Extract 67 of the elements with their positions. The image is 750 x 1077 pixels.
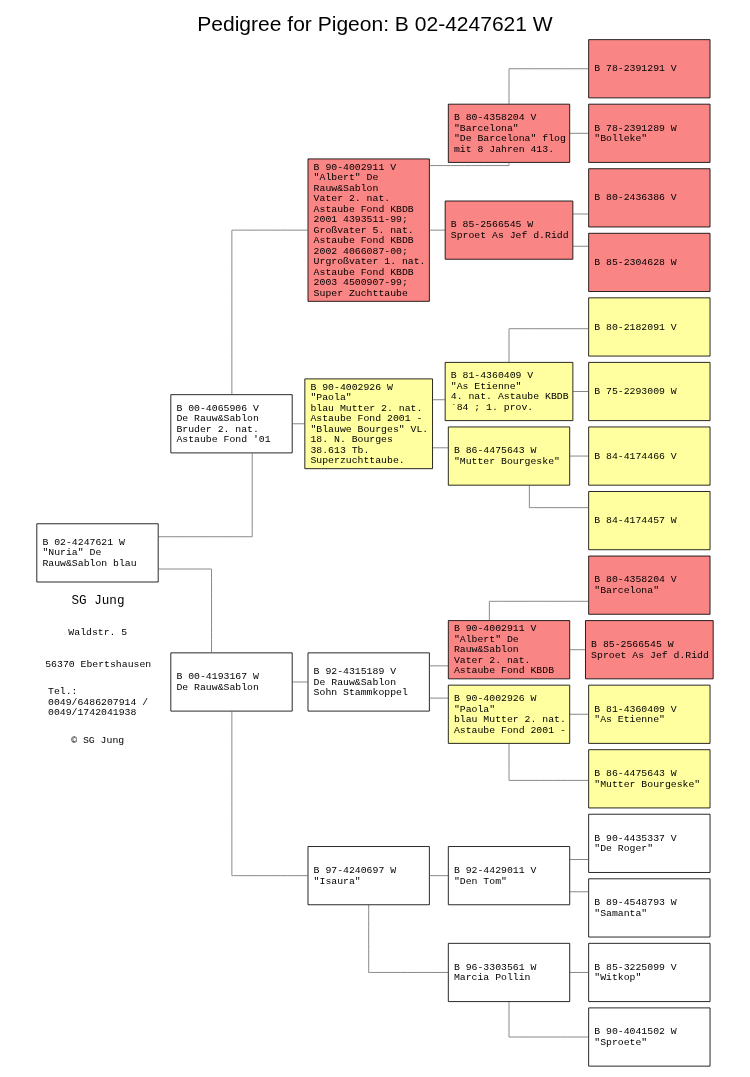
node-box: B 85-3225099 V "Witkop" <box>588 942 711 1002</box>
node-box: B 90-4002911 V "Albert" De Rauw&Sablon Vater 2. nat. Astaube Fond KBDB 2001 4393511-99; Großvater 5. nat. Astaube Fond KBDB 2002 4066087-00; Urgroßvater 1. nat. Astaube Fond KBDB 2003 4500907-99; Super Zuchttaube <box>307 158 430 302</box>
node-box: B 90-4002911 V "Albert" De Rauw&Sablon Vater 2. nat. Astaube Fond KBDB <box>447 620 571 680</box>
node-box: B 78-2391289 W "Bolleke" <box>588 103 711 163</box>
node-box: B 86-4475643 W "Mutter Bourgeske" <box>588 749 711 809</box>
node-box: B 80-2182091 V <box>588 297 711 357</box>
connector <box>569 649 586 651</box>
node-box: B 92-4315189 V De Rauw&Sablon Sohn Stammkoppel <box>307 652 430 712</box>
connector <box>368 904 449 973</box>
node-box: B 02-4247621 W "Nuria" De Rauw&Sablon blau <box>36 523 159 583</box>
node-box: B 90-4002926 W "Paola" blau Mutter 2. nat. Astaube Fond 2001 - <box>447 684 571 744</box>
node-box: B 90-4435337 V "De Roger" <box>588 813 711 873</box>
node-box: B 90-4002926 W "Paola" blau Mutter 2. nat. Astaube Fond 2001 - "Blauwe Bourges" VL. 18. N. Bourges 38.613 Tb. Superzuchttaube. <box>304 378 433 470</box>
connector <box>429 162 510 166</box>
connector <box>508 743 589 781</box>
connector <box>569 713 589 715</box>
node-box: B 80-4358204 V "Barcelona" "De Barcelona" flog mit 8 Jahren 413. <box>447 103 571 163</box>
connector <box>157 452 253 538</box>
connector <box>429 665 449 667</box>
node-box: B 86-4475643 W "Mutter Bourgeske" <box>447 426 571 486</box>
node-box: B 75-2293009 W <box>588 361 711 422</box>
connector <box>432 399 446 401</box>
connector <box>569 132 589 134</box>
node-box: B 85-2304628 W <box>588 232 711 292</box>
connector <box>432 447 449 449</box>
connector <box>429 875 449 876</box>
node-box: B 00-4193167 W De Rauw&Sablon <box>170 652 293 712</box>
connector <box>231 710 309 876</box>
node-box: B 84-4174466 V <box>588 426 711 486</box>
connector <box>569 972 589 973</box>
node-box: B 89-4548793 W "Samanta" <box>588 878 711 938</box>
connector <box>572 391 589 392</box>
label: Waldstr. 5 <box>68 627 128 639</box>
diagram-title: Pedigree for Pigeon: B 02-4247621 W <box>197 11 553 35</box>
node-box: B 84-4174457 W <box>588 491 711 551</box>
connector <box>508 328 589 363</box>
node-box: B 97-4240697 W "Isaura" <box>307 846 430 906</box>
node-box: B 00-4065906 V De Rauw&Sablon Bruder 2. nat. Astaube Fond '01 <box>170 394 293 454</box>
connector <box>572 213 589 215</box>
connector <box>231 229 309 395</box>
label: © SG Jung <box>71 734 125 746</box>
node-box: B 90-4041502 W "Sproete" <box>588 1007 711 1067</box>
connector <box>429 697 449 699</box>
connector <box>291 423 306 425</box>
connector <box>572 245 589 247</box>
connector <box>508 1001 589 1038</box>
node-box: B 85-2566545 W Sproet As Jef d.Ridd <box>585 620 714 680</box>
node-box: B 96-3303561 W Marcia Pollin <box>447 942 571 1002</box>
node-box: B 81-4360409 V "As Etienne" 4. nat. Astaube KBDB `84 ; 1. prov. <box>444 361 574 422</box>
connector <box>569 859 589 860</box>
node-box: B 81-4360409 V "As Etienne" <box>588 684 711 744</box>
connector <box>291 681 309 683</box>
connector <box>569 891 589 893</box>
label: 56370 Ebertshausen <box>45 659 152 671</box>
label: Tel.: 0049/6486207914 / 0049/1742041938 <box>48 686 149 719</box>
node-box: B 85-2566545 W Sproet As Jef d.Ridd <box>444 200 574 260</box>
node-box: B 80-4358204 V "Barcelona" <box>588 555 711 615</box>
node-box: B 80-2436386 V <box>588 168 711 228</box>
connector <box>158 568 212 653</box>
node-box: B 92-4429011 V "Den Tom" <box>447 846 571 906</box>
connector <box>569 455 589 457</box>
node-box: B 78-2391291 V <box>588 39 711 99</box>
connector <box>489 600 589 621</box>
connector <box>508 68 589 105</box>
connector <box>429 229 446 231</box>
label: SG Jung <box>71 593 125 609</box>
connector <box>529 485 589 508</box>
